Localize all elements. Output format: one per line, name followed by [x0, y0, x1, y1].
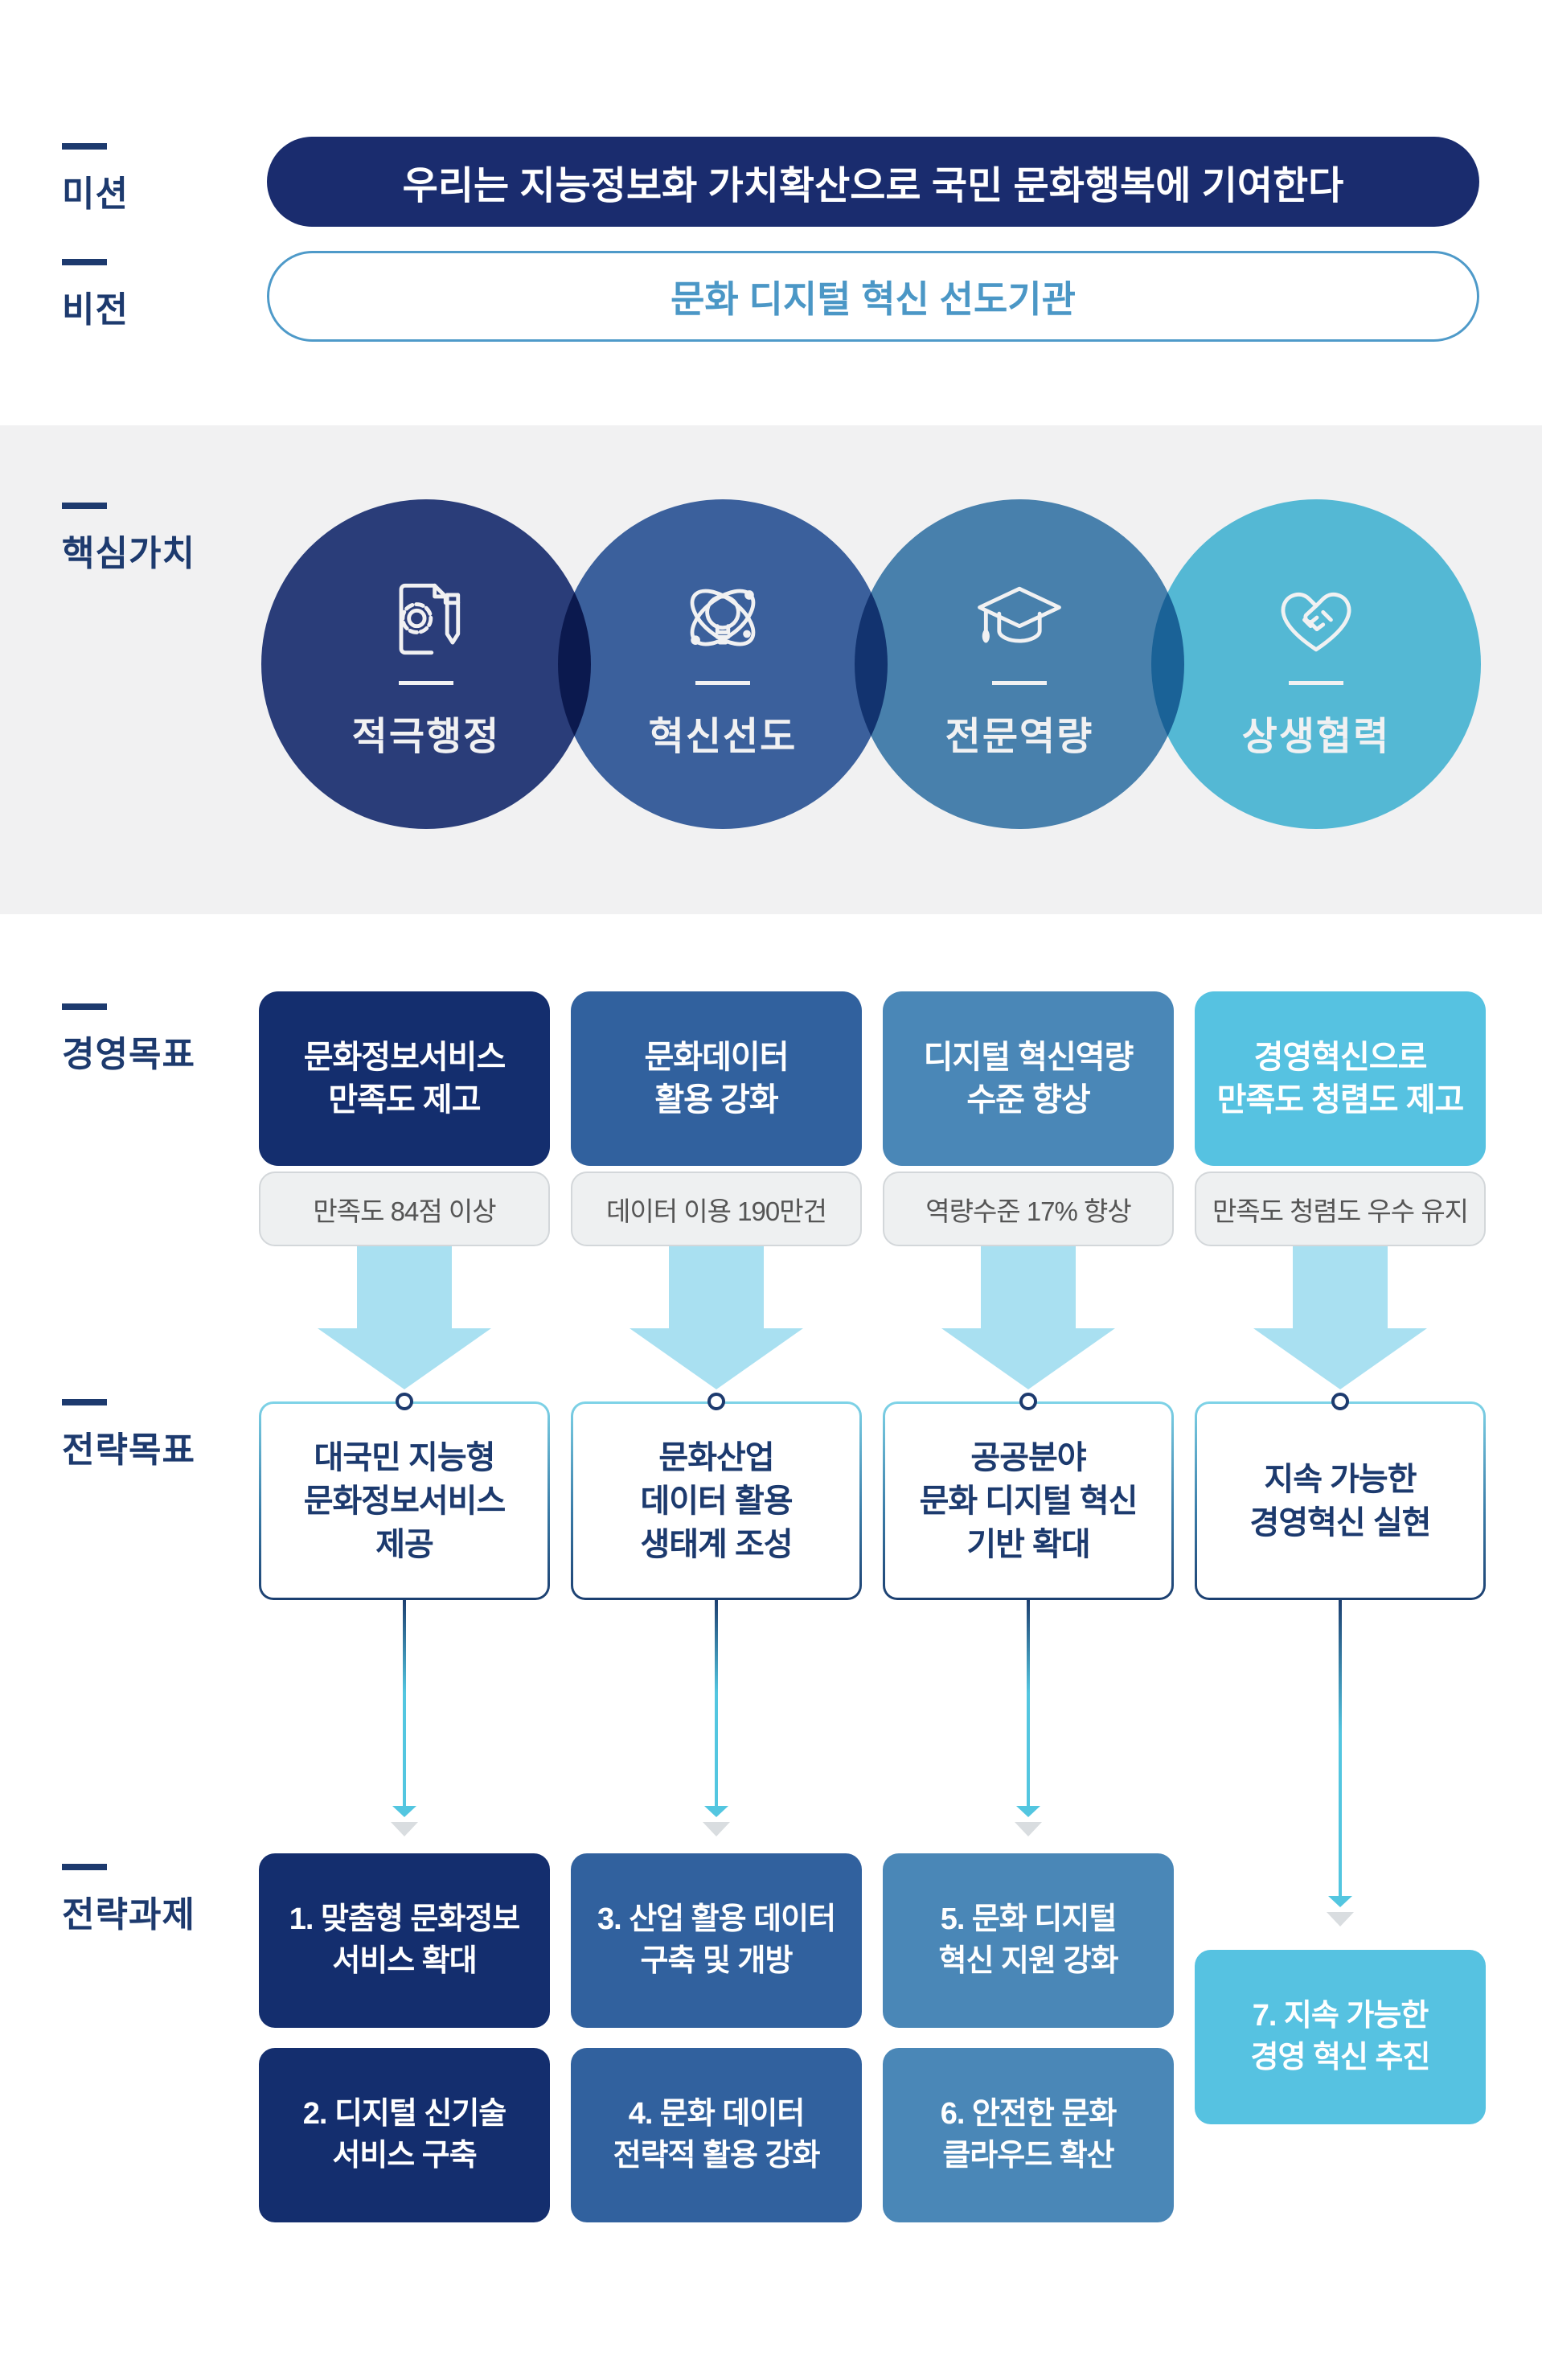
vision-text: 문화 디지털 혁신 선도기관 [671, 277, 1076, 320]
strategy-tasks-section-label: 전략과제 [62, 1864, 195, 1937]
connector-dot [707, 1393, 725, 1410]
connector-dot [1019, 1393, 1037, 1410]
circle-dash [992, 681, 1047, 685]
goal-card: 디지털 혁신역량 수준 향상 [883, 991, 1174, 1166]
arrowhead-icon [392, 1806, 416, 1817]
goal-card: 문화데이터 활용 강화 [571, 991, 862, 1166]
strategy-goal-card: 대국민 지능형 문화정보서비스 제공 [259, 1401, 550, 1600]
document-gear-pencil-icon [375, 568, 477, 670]
label-dash [62, 1399, 107, 1405]
down-arrow-icon [357, 1246, 452, 1329]
strategy-tasks-label: 전략과제 [62, 1895, 195, 1935]
connector-line [1339, 1600, 1342, 1896]
down-arrow-icon [318, 1328, 491, 1389]
label-dash [62, 1003, 107, 1010]
task-card: 7. 지속 가능한 경영 혁신 추진 [1195, 1950, 1486, 2124]
ghost-arrowhead-icon [391, 1822, 418, 1836]
goals-section-label: 경영목표 [62, 1003, 195, 1077]
goal-card: 문화정보서비스 만족도 제고 [259, 991, 550, 1166]
strategy-goal-card: 문화산업 데이터 활용 생태계 조성 [571, 1401, 862, 1600]
mission-label: 미션 [62, 174, 129, 214]
goal-metric: 만족도 84점 이상 [259, 1172, 550, 1246]
core-value-circle: 전문역량 [855, 499, 1184, 829]
mission-pill: 우리는 지능정보화 가치확산으로 국민 문화행복에 기여한다 [267, 137, 1479, 227]
task-card: 6. 안전한 문화 클라우드 확산 [883, 2048, 1174, 2222]
connector-line [403, 1600, 406, 1806]
core-values-label: 핵심가치 [62, 534, 195, 573]
circle-dash [1289, 681, 1343, 685]
goal-card: 경영혁신으로 만족도 청렴도 제고 [1195, 991, 1486, 1166]
connector-dot [1331, 1393, 1349, 1410]
arrowhead-icon [704, 1806, 728, 1817]
strategy-goals-label: 전략목표 [62, 1430, 195, 1470]
label-dash [62, 143, 107, 150]
task-card: 2. 디지털 신기술 서비스 구축 [259, 2048, 550, 2222]
core-value-circle: 혁신선도 [558, 499, 888, 829]
strategy-goals-section-label: 전략목표 [62, 1399, 195, 1472]
down-arrow-icon [1293, 1246, 1388, 1329]
label-dash [62, 1864, 107, 1870]
vision-pill: 문화 디지털 혁신 선도기관 [267, 251, 1479, 342]
core-value-name: 상생협력 [1241, 716, 1391, 758]
circle-dash [695, 681, 750, 685]
heart-handshake-icon [1265, 568, 1367, 670]
task-card: 1. 맞춤형 문화정보 서비스 확대 [259, 1853, 550, 2028]
mission-section-label: 미션 [62, 143, 129, 216]
strategy-goal-card: 공공분야 문화 디지털 혁신 기반 확대 [883, 1401, 1174, 1600]
down-arrow-icon [981, 1246, 1076, 1329]
connector-dot [396, 1393, 413, 1410]
arrowhead-icon [1328, 1896, 1352, 1907]
connector-line [1027, 1600, 1030, 1806]
graduation-cap-icon [969, 568, 1070, 670]
circle-dash [399, 681, 453, 685]
core-value-circle: 상생협력 [1151, 499, 1481, 829]
goals-label: 경영목표 [62, 1035, 195, 1074]
down-arrow-icon [669, 1246, 764, 1329]
ghost-arrowhead-icon [1327, 1912, 1354, 1927]
vision-label: 비전 [62, 290, 129, 330]
strategy-goal-card: 지속 가능한 경영혁신 실현 [1195, 1401, 1486, 1600]
label-dash [62, 259, 107, 265]
goal-metric: 데이터 이용 190만건 [571, 1172, 862, 1246]
task-card: 5. 문화 디지털 혁신 지원 강화 [883, 1853, 1174, 2028]
core-values-section-label: 핵심가치 [62, 503, 195, 576]
core-value-name: 적극행정 [351, 716, 501, 758]
lightbulb-atom-icon [672, 568, 773, 670]
core-value-name: 전문역량 [945, 716, 1094, 758]
core-value-name: 혁신선도 [648, 716, 798, 758]
down-arrow-icon [941, 1328, 1115, 1389]
goal-metric: 역량수준 17% 향상 [883, 1172, 1174, 1246]
connector-line [715, 1600, 718, 1806]
task-card: 3. 산업 활용 데이터 구축 및 개방 [571, 1853, 862, 2028]
label-dash [62, 503, 107, 509]
goal-metric: 만족도 청렴도 우수 유지 [1195, 1172, 1486, 1246]
arrowhead-icon [1016, 1806, 1040, 1817]
mission-text: 우리는 지능정보화 가치확산으로 국민 문화행복에 기여한다 [402, 165, 1344, 207]
vision-section-label: 비전 [62, 259, 129, 332]
ghost-arrowhead-icon [703, 1822, 730, 1836]
core-value-circle: 적극행정 [261, 499, 591, 829]
down-arrow-icon [1253, 1328, 1427, 1389]
ghost-arrowhead-icon [1015, 1822, 1042, 1836]
down-arrow-icon [630, 1328, 803, 1389]
task-card: 4. 문화 데이터 전략적 활용 강화 [571, 2048, 862, 2222]
